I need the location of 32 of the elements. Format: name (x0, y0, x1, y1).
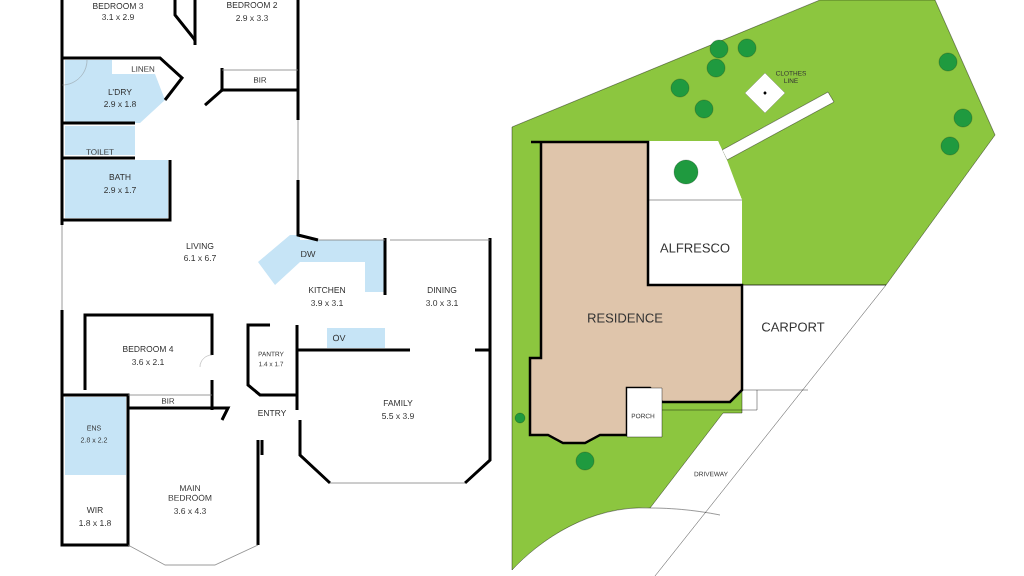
room-label: LINEN (131, 66, 155, 72)
room-label: LIVING (186, 243, 214, 249)
room-label: BIR (162, 398, 175, 404)
room-label: 5.5 x 3.9 (382, 413, 414, 419)
room-label: RESIDENCE (588, 313, 663, 323)
room-label: 3.0 x 3.1 (426, 300, 458, 306)
room-label: TOILET (86, 149, 114, 155)
room-label: BEDROOM 4 (123, 346, 174, 352)
room-label: 1.8 x 1.8 (79, 520, 111, 526)
room-label: BATH (109, 174, 131, 180)
room-label: OV (332, 334, 346, 342)
room-label: FAMILY (383, 400, 413, 406)
room-label: ALFRESCO (660, 243, 730, 253)
room-label: L’DRY (108, 89, 132, 95)
room-label: 2.9 x 1.7 (104, 187, 136, 193)
room-label: CARPORT (762, 322, 825, 332)
room-label: BEDROOM 3 (93, 3, 144, 9)
room-label: KITCHEN (309, 287, 345, 293)
room-label: BEDROOM 2 (227, 2, 278, 8)
room-label: 6.1 x 6.7 (184, 255, 216, 261)
room-label: MAIN BEDROOM (168, 485, 212, 501)
room-label: 3.9 x 3.1 (311, 300, 343, 306)
room-label: 3.6 x 4.3 (174, 508, 206, 514)
room-label: DINING (427, 287, 457, 293)
room-label: 3.6 x 2.1 (132, 359, 164, 365)
room-label: 2.9 x 3.3 (236, 15, 268, 21)
room-label: ENTRY (258, 410, 287, 416)
room-label: BIR (254, 77, 267, 83)
room-label: 3.1 x 2.9 (102, 14, 134, 20)
room-label: DW (301, 250, 316, 258)
room-label: WIR (86, 507, 103, 513)
room-label: 2.9 x 1.8 (104, 101, 136, 107)
